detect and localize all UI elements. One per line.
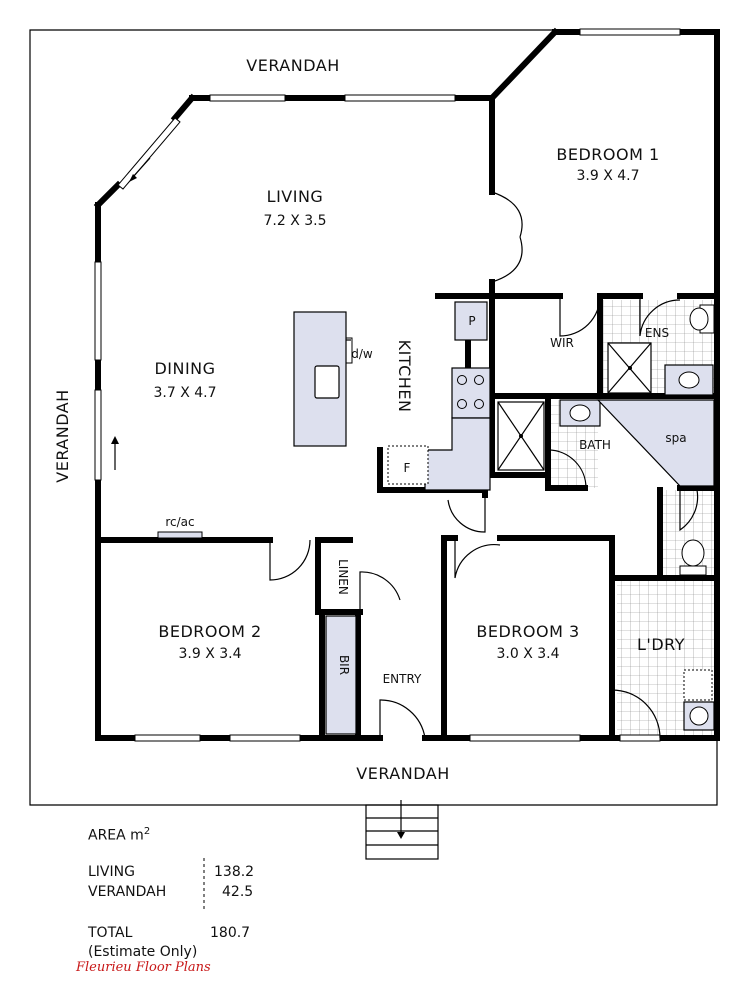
verandah-bottom-label: VERANDAH — [356, 764, 449, 783]
verandah-left-label: VERANDAH — [53, 389, 72, 482]
area-estimate-note: (Estimate Only) — [88, 944, 198, 960]
spa-bath — [596, 399, 715, 487]
bir-robe — [325, 615, 357, 735]
area-total-value: 180.7 — [210, 925, 251, 941]
bedroom2-label: BEDROOM 2 — [158, 622, 261, 641]
fridge-label: F — [404, 461, 411, 475]
door-swings — [269, 191, 699, 739]
bir-label: BIR — [337, 655, 351, 675]
kitchen-bench — [424, 417, 491, 491]
linen-cupboard — [322, 545, 356, 607]
area-unit-superscript: 2 — [143, 826, 151, 837]
area-row-living-value: 138.2 — [214, 864, 255, 880]
rcac-unit — [157, 531, 203, 539]
spa-label: spa — [665, 431, 686, 445]
sliding-door-arrows — [111, 157, 151, 470]
walls — [93, 27, 720, 741]
area-total-label: TOTAL — [88, 925, 133, 941]
island-sink — [314, 365, 340, 399]
laundry-washer — [683, 669, 713, 701]
pantry-label: P — [468, 314, 475, 328]
dining-label: DINING — [154, 359, 215, 378]
linen-label: LINEN — [336, 559, 350, 595]
area-row-verandah-value: 42.5 — [222, 884, 254, 900]
dishwasher-label: d/w — [351, 347, 373, 361]
rcac-label: rc/ac — [165, 515, 194, 529]
bedroom3-dimensions: 3.0 X 3.4 — [496, 646, 559, 662]
credit-text: Fleurieu Floor Plans — [76, 960, 211, 975]
area-row-verandah-label: VERANDAH — [88, 884, 167, 900]
wc-toilet — [679, 565, 707, 576]
entry-label: ENTRY — [383, 672, 422, 686]
bedroom2-dimensions: 3.9 X 3.4 — [178, 646, 241, 662]
wir-label: WIR — [550, 336, 574, 350]
bedroom3-label: BEDROOM 3 — [476, 622, 579, 641]
living-dimensions: 7.2 X 3.5 — [263, 213, 326, 229]
verandah-top-label: VERANDAH — [246, 56, 339, 75]
bedroom1-label: BEDROOM 1 — [556, 145, 659, 164]
laundry-label: L'DRY — [637, 635, 685, 654]
entry-steps — [365, 800, 439, 860]
dining-dimensions: 3.7 X 4.7 — [153, 385, 216, 401]
area-title: AREA m2 — [88, 826, 151, 844]
area-row-living-label: LIVING — [88, 864, 135, 880]
bath-label: BATH — [579, 438, 611, 452]
bedroom1-dimensions: 3.9 X 4.7 — [576, 168, 639, 184]
pantry-cupboard — [454, 301, 488, 341]
living-label: LIVING — [267, 187, 324, 206]
kitchen-label: KITCHEN — [395, 340, 414, 413]
cooktop — [451, 367, 491, 419]
ensuite-vanity — [664, 364, 714, 396]
fridge-space — [387, 445, 429, 485]
ens-label: ENS — [645, 326, 669, 340]
windows — [94, 28, 681, 742]
